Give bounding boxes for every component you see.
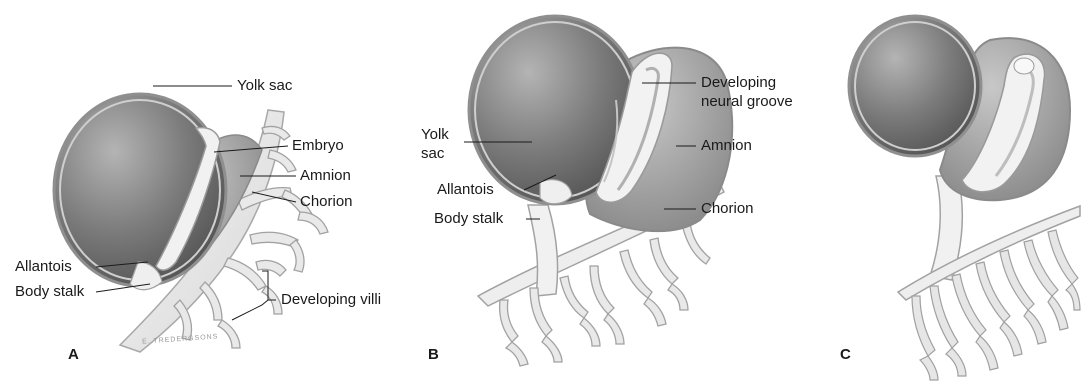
label-chorion-a: Chorion [300,193,353,211]
label-developing-neural-groove-line2: neural groove [701,93,793,111]
panel-a-drawing [54,94,328,352]
label-allantois-a: Allantois [15,258,72,276]
panel-c-drawing [849,16,1080,380]
panel-letter-b: B [428,346,439,363]
panel-letter-a: A [68,346,79,363]
label-amnion-a: Amnion [300,167,351,185]
label-embryo-a: Embryo [292,137,344,155]
label-chorion-b: Chorion [701,200,754,218]
label-amnion-b: Amnion [701,137,752,155]
label-developing-villi-a: Developing villi [281,291,381,309]
label-developing-neural-groove-line1: Developing [701,74,776,92]
label-allantois-b: Allantois [437,181,494,199]
panel-letter-c: C [840,346,851,363]
panel-b-drawing [469,16,732,366]
label-body-stalk-b: Body stalk [434,210,503,228]
label-body-stalk-a: Body stalk [15,283,84,301]
label-yolk-sac-b-line2: sac [421,145,444,163]
label-yolk-sac-b-line1: Yolk [421,126,449,144]
label-yolk-sac-a: Yolk sac [237,77,292,95]
